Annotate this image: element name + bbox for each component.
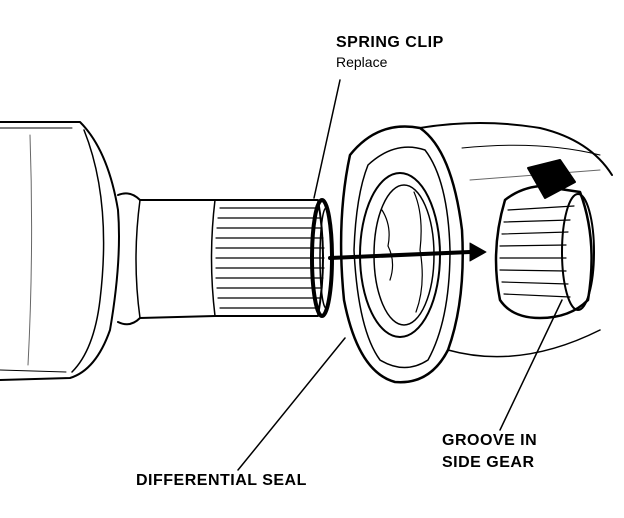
installation-arrow [328,242,487,262]
groove-label-line1: GROOVE IN [442,432,538,449]
groove-label-line2: SIDE GEAR [442,454,535,471]
leader-lines [237,79,563,471]
splined-stub-shaft [214,199,325,317]
differential-seal-label: DIFFERENTIAL SEAL [136,472,307,489]
spring-clip-label: SPRING CLIP [336,34,444,51]
side-gear [494,159,595,320]
cv-joint-housing [0,121,120,381]
axle-shaft [117,192,216,326]
spring-clip-note: Replace [336,54,388,70]
differential-case [419,122,613,358]
